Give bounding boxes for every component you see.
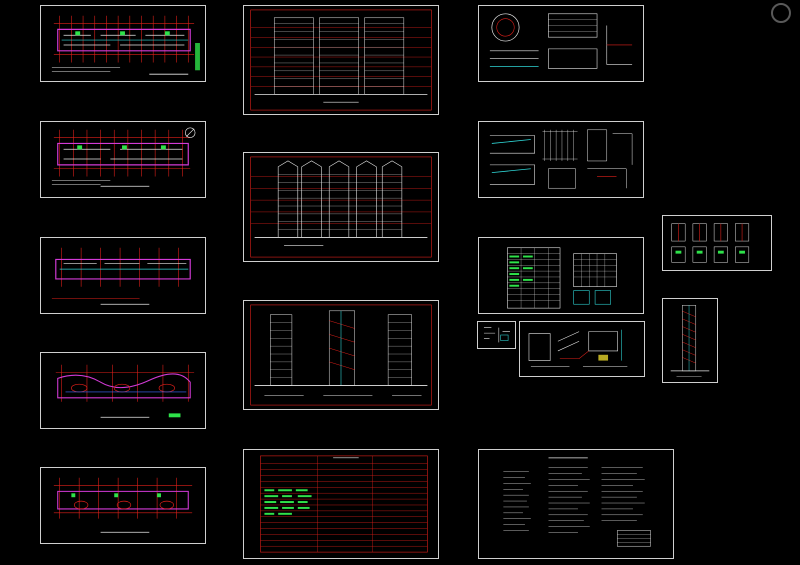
schedule-drawing bbox=[507, 247, 617, 309]
floor-plan-drawing bbox=[53, 477, 193, 533]
floor-plan-drawing bbox=[55, 364, 195, 418]
detail-drawing bbox=[483, 327, 510, 343]
detail-drawing bbox=[489, 13, 633, 69]
section-drawing bbox=[670, 305, 710, 377]
sheet-floor-plan-4[interactable] bbox=[40, 352, 206, 429]
sheet-floor-plan-3[interactable] bbox=[40, 237, 206, 314]
detail-drawing bbox=[671, 223, 750, 263]
elevation-drawing bbox=[250, 156, 432, 258]
notes-drawing bbox=[503, 457, 651, 547]
sheet-elevation-front[interactable] bbox=[243, 5, 439, 115]
section-drawing bbox=[250, 304, 432, 406]
detail-drawing bbox=[528, 329, 628, 367]
sheet-design-notes-1[interactable] bbox=[243, 449, 439, 559]
sheet-elevation-rear[interactable] bbox=[243, 152, 439, 262]
notes-drawing bbox=[260, 455, 428, 553]
sheet-stair-section[interactable] bbox=[662, 298, 718, 383]
watermark-logo-icon bbox=[771, 3, 791, 23]
sheet-detail-3[interactable] bbox=[519, 321, 645, 377]
sheet-detail-small[interactable] bbox=[477, 321, 516, 349]
sheet-floor-plan-5[interactable] bbox=[40, 467, 206, 544]
sheet-schedule[interactable] bbox=[478, 237, 644, 314]
sheet-floor-plan-2[interactable] bbox=[40, 121, 206, 198]
floor-plan-drawing bbox=[51, 247, 191, 305]
floor-plan-drawing bbox=[51, 15, 200, 75]
sheet-detail-1[interactable] bbox=[478, 5, 644, 82]
sheet-floor-plan-1[interactable] bbox=[40, 5, 206, 82]
detail-drawing bbox=[489, 129, 633, 189]
sheet-section[interactable] bbox=[243, 300, 439, 410]
floor-plan-drawing bbox=[51, 127, 196, 187]
elevation-drawing bbox=[250, 9, 432, 111]
sheet-detail-2[interactable] bbox=[478, 121, 644, 198]
watermark-logo bbox=[771, 2, 794, 23]
sheet-design-notes-2[interactable] bbox=[478, 449, 674, 559]
sheet-detail-4[interactable] bbox=[662, 215, 772, 271]
